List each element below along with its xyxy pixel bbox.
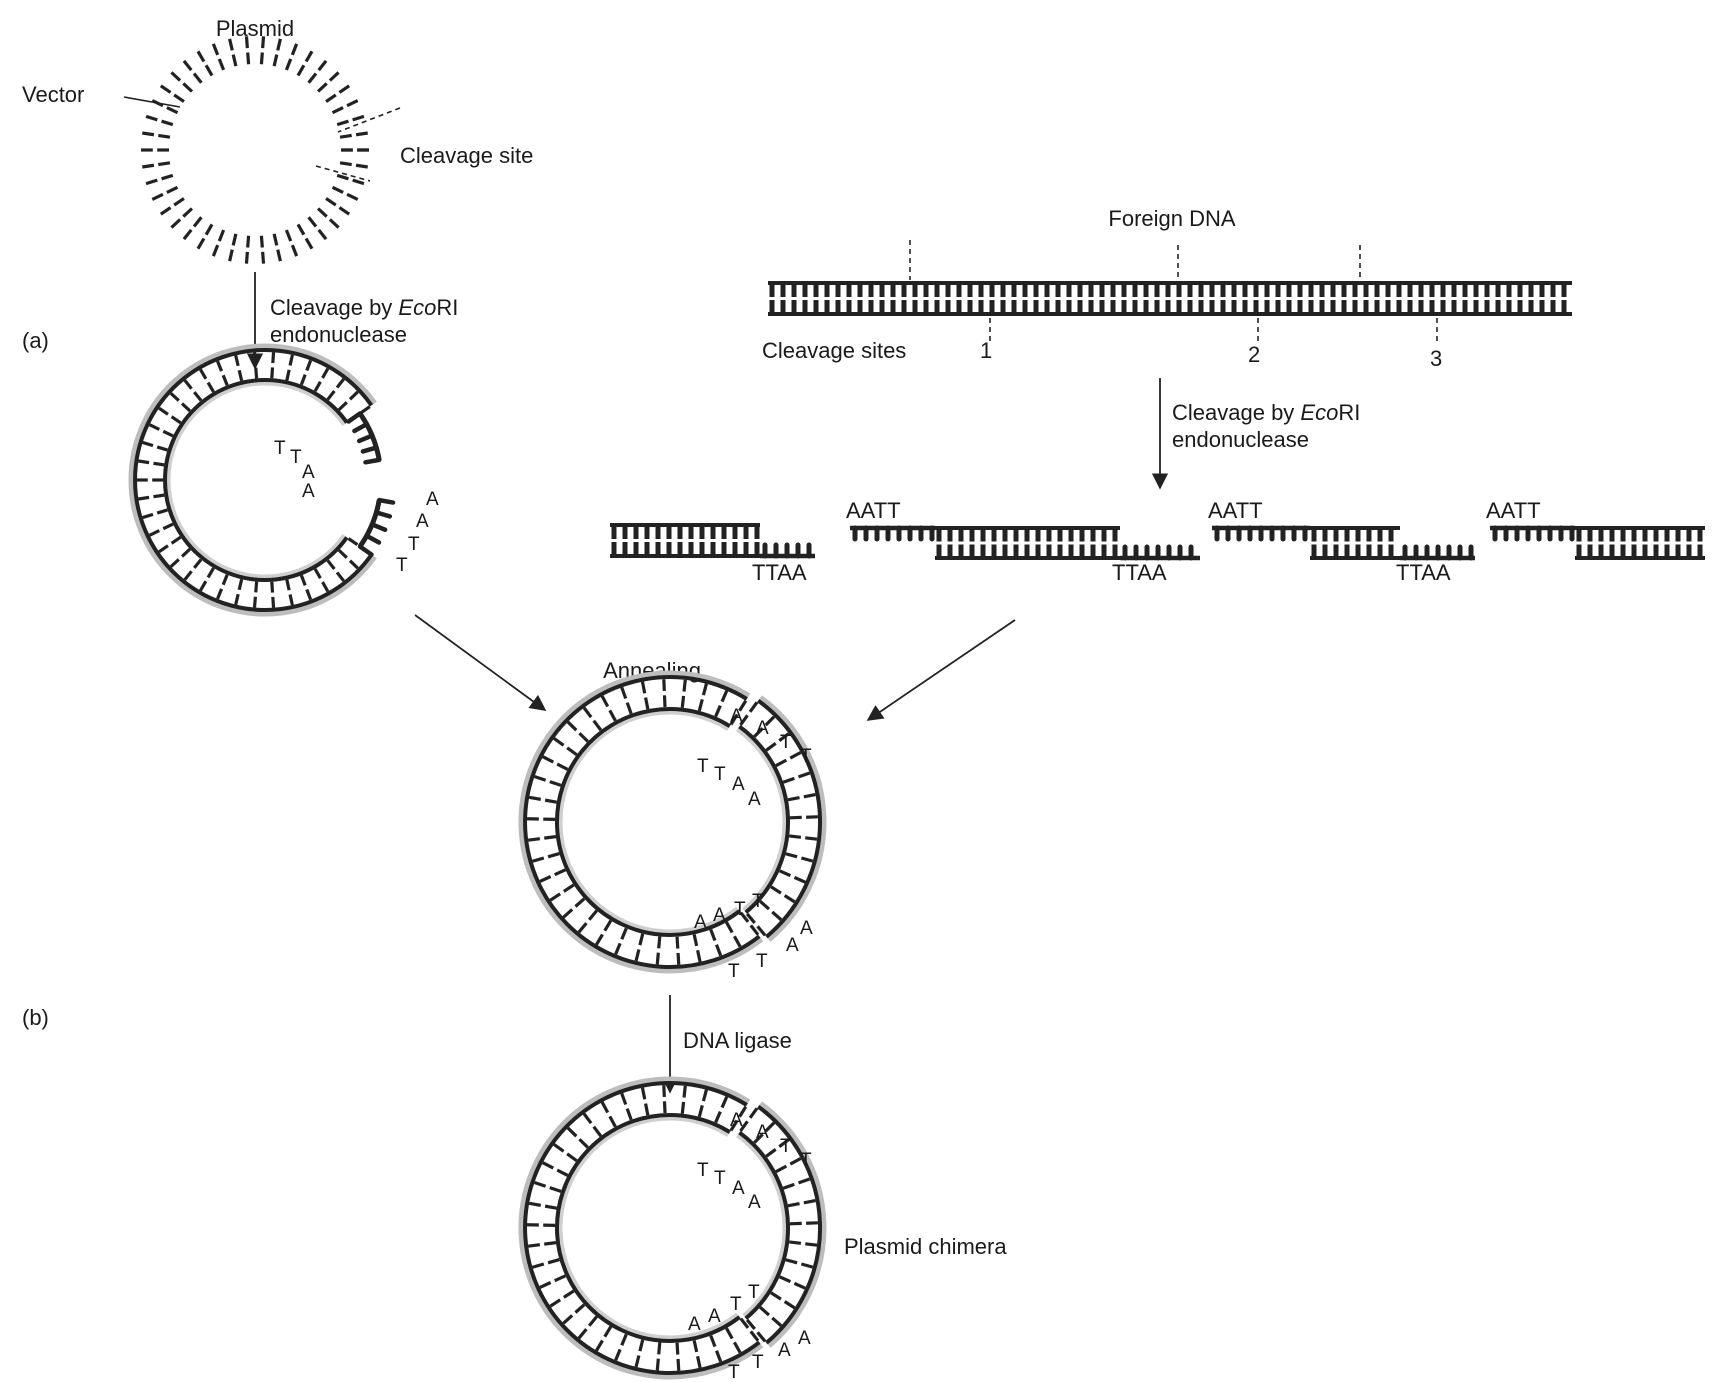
svg-text:T: T — [730, 1294, 742, 1315]
foreign-cleavage-step: Cleavage by EcoRI — [1172, 400, 1360, 425]
svg-text:A: A — [786, 935, 799, 956]
svg-text:A: A — [732, 1178, 745, 1199]
svg-text:T: T — [697, 1160, 709, 1181]
cleavage-site-label: Cleavage site — [400, 143, 533, 168]
fragment-2-bottom-sticky-end: TTAA — [1112, 560, 1167, 585]
fragment-3-bottom-sticky-end: TTAA — [1396, 560, 1451, 585]
svg-text:A: A — [778, 1340, 791, 1361]
fragment-1-bottom-sticky-end: TTAA — [752, 560, 807, 585]
foreign-dna-strand — [768, 283, 1572, 314]
svg-text:A: A — [416, 511, 429, 532]
svg-text:T: T — [800, 746, 812, 767]
svg-text:T: T — [756, 951, 768, 972]
svg-text:T: T — [697, 756, 709, 777]
svg-text:A: A — [302, 481, 315, 502]
cleavage-site-number-3: 3 — [1430, 346, 1442, 371]
svg-text:A: A — [756, 718, 769, 739]
plasmid-chimera — [522, 1080, 823, 1376]
cut-plasmid-lower-bases: A A T T — [396, 489, 439, 576]
svg-text:A: A — [748, 789, 761, 810]
svg-text:A: A — [730, 706, 743, 727]
svg-text:T: T — [408, 534, 420, 555]
svg-text:T: T — [752, 1352, 764, 1373]
plasmid-chimera-label: Plasmid chimera — [844, 1234, 1007, 1259]
cleavage-site-number-2: 2 — [1248, 342, 1260, 367]
svg-text:A: A — [748, 1192, 761, 1213]
foreign-dna-fragments — [610, 525, 1705, 558]
svg-text:T: T — [800, 1150, 812, 1171]
svg-text:A: A — [708, 1306, 721, 1327]
foreign-dna-title: Foreign DNA — [1108, 206, 1235, 231]
cleavage-site-number-1: 1 — [980, 338, 992, 363]
foreign-cleavage-enzyme-type: endonuclease — [1172, 427, 1309, 452]
plasmid-title: Plasmid — [216, 16, 294, 41]
fragment-2-top-sticky-end: AATT — [846, 498, 901, 523]
svg-text:A: A — [694, 912, 707, 933]
panel-label-b: (b) — [22, 1005, 49, 1030]
cut-plasmid — [132, 347, 393, 613]
svg-text:T: T — [780, 732, 792, 753]
chimera-top-inner-bases: T T A A — [697, 1160, 761, 1213]
svg-text:T: T — [748, 1282, 760, 1303]
plasmid-ring — [141, 36, 374, 263]
svg-text:T: T — [714, 1168, 726, 1189]
foreign-dna-cleavage-marks — [910, 240, 1437, 345]
plasmid-cleavage-step: Cleavage by EcoRI — [270, 295, 458, 320]
svg-text:A: A — [800, 918, 813, 939]
vector-leader-line — [124, 97, 180, 107]
annealed-plasmid — [522, 674, 823, 970]
svg-text:T: T — [752, 891, 764, 912]
fragment-4-top-sticky-end: AATT — [1486, 498, 1541, 523]
svg-text:T: T — [780, 1136, 792, 1157]
cut-plasmid-upper-bases: T T A A — [274, 438, 315, 502]
svg-text:T: T — [714, 764, 726, 785]
cleavage-sites-label: Cleavage sites — [762, 338, 906, 363]
svg-text:A: A — [732, 774, 745, 795]
svg-text:T: T — [290, 447, 302, 468]
arrow-cut-plasmid-to-annealing — [415, 615, 545, 710]
svg-text:T: T — [734, 899, 746, 920]
annealed-top-inner-bases: T T A A — [697, 756, 761, 810]
fragment-3-top-sticky-end: AATT — [1208, 498, 1263, 523]
vector-label: Vector — [22, 82, 84, 107]
svg-text:A: A — [302, 462, 315, 483]
svg-text:T: T — [728, 961, 740, 982]
svg-text:A: A — [426, 489, 439, 510]
svg-text:T: T — [396, 555, 408, 576]
plasmid-cleavage-enzyme-type: endonuclease — [270, 322, 407, 347]
svg-text:A: A — [713, 905, 726, 926]
svg-text:A: A — [730, 1110, 743, 1131]
arrow-fragment-to-annealing — [868, 620, 1015, 720]
dna-ligase-label: DNA ligase — [683, 1028, 792, 1053]
svg-text:T: T — [728, 1362, 740, 1382]
panel-label-a: (a) — [22, 328, 49, 353]
svg-text:A: A — [798, 1328, 811, 1349]
svg-text:T: T — [274, 438, 286, 459]
svg-text:A: A — [688, 1314, 701, 1335]
svg-text:A: A — [756, 1122, 769, 1143]
